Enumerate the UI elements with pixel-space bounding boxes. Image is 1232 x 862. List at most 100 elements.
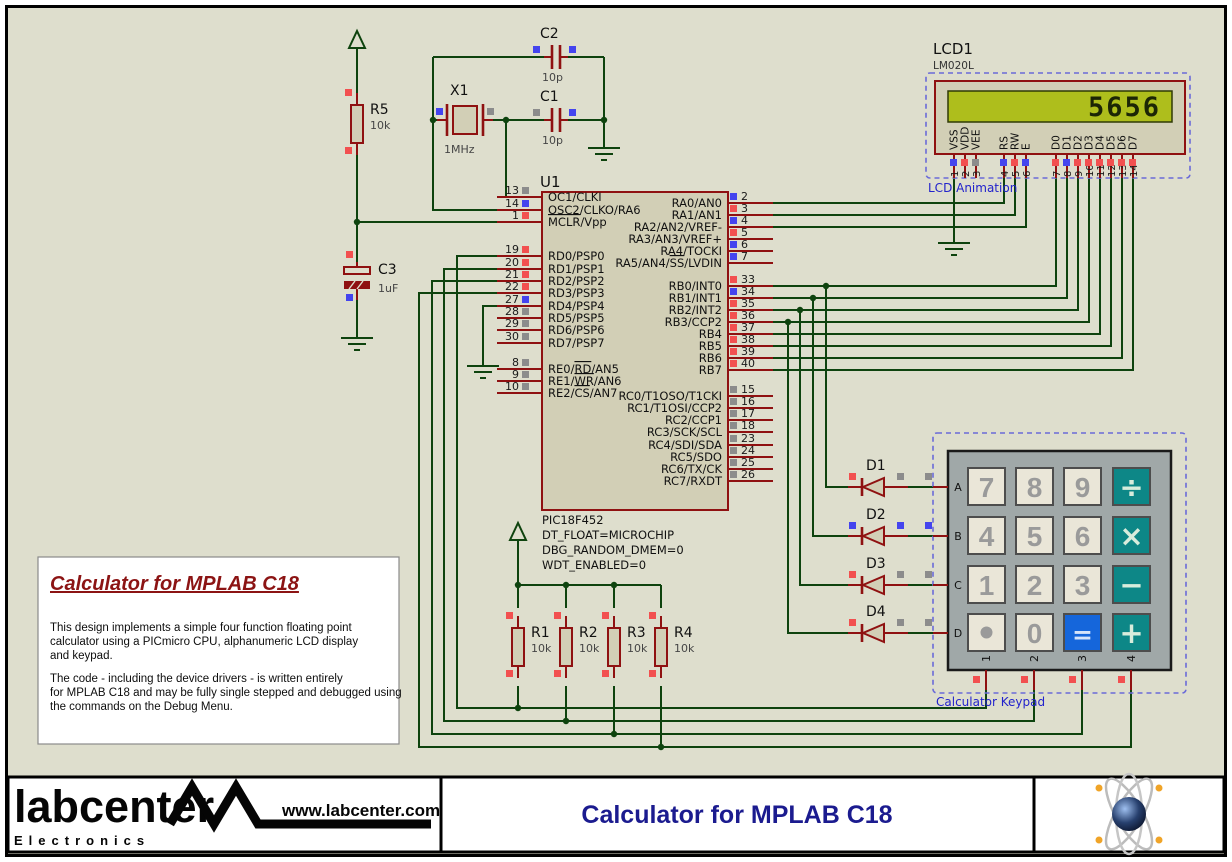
keypad-button-8[interactable]: 8 [1015, 467, 1054, 506]
keypad-button-face[interactable] [1063, 467, 1102, 506]
logic-state-indicator [1052, 159, 1059, 166]
keypad-button-6[interactable]: 6 [1063, 516, 1102, 555]
pin-label: RE0/RD/AN5 [548, 362, 619, 376]
keypad-button-=[interactable]: = [1063, 613, 1102, 652]
logic-state-indicator [487, 108, 494, 115]
lcd-display-value: 5656 [1088, 92, 1161, 123]
capacitor-value: 1uF [378, 282, 398, 295]
keypad-button-face[interactable] [1112, 565, 1151, 604]
logic-state-indicator [730, 348, 737, 355]
wire [773, 178, 1068, 299]
keypad-col-label: 2 [1028, 655, 1041, 662]
pin-label: MCLR/Vpp [548, 215, 607, 229]
keypad-button-0[interactable]: 0 [1015, 613, 1054, 652]
pin-number: 24 [741, 444, 755, 457]
pin-number: 25 [741, 456, 755, 469]
keypad-button-face[interactable] [1063, 516, 1102, 555]
logic-state-indicator [522, 259, 529, 266]
keypad-button-face[interactable] [967, 467, 1006, 506]
logic-state-indicator [1021, 676, 1028, 683]
keypad-button-5[interactable]: 5 [1015, 516, 1054, 555]
wire [431, 280, 1083, 735]
pin-label: RE2/CS/AN7 [548, 386, 617, 400]
crystal-value: 1MHz [444, 143, 475, 156]
keypad-button-face[interactable] [1015, 613, 1054, 652]
pin-label: RE1/WR/AN6 [548, 374, 622, 388]
pin-number: 26 [741, 468, 755, 481]
keypad-button-face[interactable] [1063, 613, 1102, 652]
diode-triangle [860, 574, 885, 596]
keypad-button-2[interactable]: 2 [1015, 565, 1054, 604]
pin-number: 21 [505, 268, 519, 281]
keypad-button-−[interactable]: − [1112, 565, 1151, 604]
keypad-button-face[interactable] [1015, 467, 1054, 506]
capacitor-value: 10p [542, 134, 563, 147]
pin-label: RD2/PSP2 [548, 274, 605, 288]
keypad-button-label: 2 [1027, 570, 1043, 601]
lcd-pin-number: 10 [1085, 164, 1096, 177]
keypad-button-1[interactable]: 1 [967, 565, 1006, 604]
keypad-button-×[interactable]: × [1112, 516, 1151, 555]
resistor-value: 10k [370, 119, 391, 132]
keypad-button-face[interactable] [967, 516, 1006, 555]
lcd-pin-number: 12 [1107, 164, 1118, 177]
logic-state-indicator [522, 308, 529, 315]
pin-label: RB7 [699, 363, 722, 377]
keypad-button-9[interactable]: 9 [1063, 467, 1102, 506]
ground-symbol [467, 365, 499, 379]
pin-label: RD5/PSP5 [548, 311, 605, 325]
keypad-row-label: A [954, 481, 962, 494]
website-label: www.labcenter.com [281, 801, 440, 820]
keypad-button-face[interactable] [967, 565, 1006, 604]
resistor-body [350, 104, 364, 144]
keypad-button-face[interactable] [1015, 516, 1054, 555]
pin-number: 14 [505, 197, 519, 210]
diode-D2: D2 [848, 507, 908, 547]
logic-state-indicator [649, 612, 656, 619]
logic-state-indicator [522, 246, 529, 253]
logic-state-indicator [730, 422, 737, 429]
keypad-button-face[interactable] [1015, 565, 1054, 604]
description-line: and keypad. [50, 650, 113, 662]
pin-number: 9 [512, 368, 519, 381]
pin-label: RA0/AN0 [672, 196, 722, 210]
keypad-button-7[interactable]: 7 [967, 467, 1006, 506]
keypad-button-÷[interactable]: ÷ [1112, 467, 1151, 506]
pin-number: 4 [741, 214, 748, 227]
logic-state-indicator [554, 612, 561, 619]
logic-state-indicator [730, 312, 737, 319]
wire [773, 178, 1079, 311]
logic-state-indicator [1107, 159, 1114, 166]
pin-label: RD0/PSP0 [548, 249, 605, 263]
wire-junction [610, 581, 618, 589]
diode-D4: D4 [848, 604, 908, 644]
lcd-pin-name: D6 [1117, 135, 1129, 150]
keypad-button-+[interactable]: + [1112, 613, 1151, 652]
pin-number: 35 [741, 297, 755, 310]
pin-label: RA2/AN2/VREF- [634, 220, 722, 234]
u1-property: DT_FLOAT=MICROCHIP [542, 528, 674, 542]
keypad-button-face[interactable] [1112, 467, 1151, 506]
keypad-button-face[interactable] [1063, 565, 1102, 604]
pin-label: OSC2/CLKO/RA6 [548, 203, 641, 217]
logic-state-indicator [849, 522, 856, 529]
crystal-body [452, 105, 478, 135]
logic-state-indicator [1063, 159, 1070, 166]
logic-state-indicator [730, 336, 737, 343]
keypad-button-face[interactable] [1112, 516, 1151, 555]
logic-state-indicator [849, 473, 856, 480]
pin-label: RD7/PSP7 [548, 336, 605, 350]
keypad-button-●[interactable] [967, 613, 1006, 652]
keypad-button-face[interactable] [1112, 613, 1151, 652]
pin-number: 36 [741, 309, 755, 322]
logic-state-indicator [730, 288, 737, 295]
logic-state-indicator [1022, 159, 1029, 166]
keypad-button-3[interactable]: 3 [1063, 565, 1102, 604]
lcd-pin-number: 13 [1118, 164, 1129, 177]
resistor-body [607, 627, 621, 667]
pin-number: 40 [741, 357, 755, 370]
lcd-pin-name: RS [999, 136, 1011, 150]
keypad-button-4[interactable]: 4 [967, 516, 1006, 555]
